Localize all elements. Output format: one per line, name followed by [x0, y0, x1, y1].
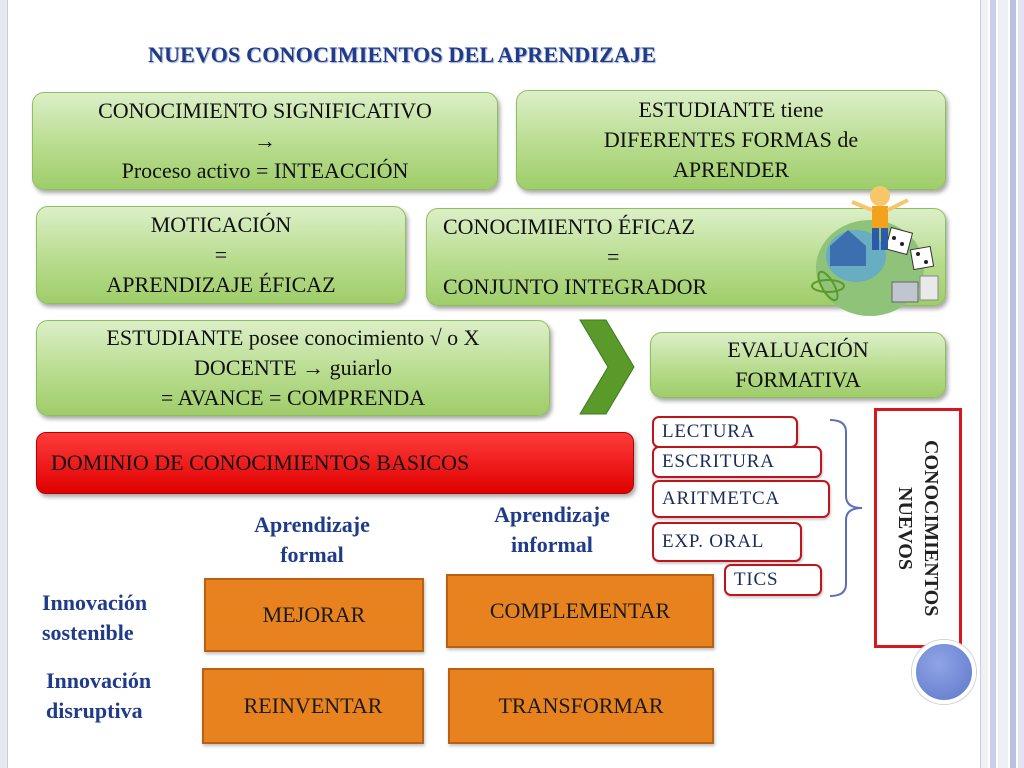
action-transformar: TRANSFORMAR: [448, 668, 714, 744]
box-line: =: [607, 244, 620, 269]
tag-escritura: ESCRITURA: [652, 446, 822, 478]
label-line: Innovación: [42, 590, 148, 615]
tag-exp-oral: EXP. ORAL: [652, 522, 802, 562]
right-frame-bars: [980, 0, 1024, 768]
box-line: = AVANCE = COMPRENDA: [160, 385, 426, 410]
learning-clipart-icon: [811, 186, 939, 316]
chevron-right-icon: [579, 319, 635, 415]
box-line: MOTICACIÓN: [150, 212, 292, 237]
box-line: DOCENTE → guiarlo: [194, 355, 392, 380]
left-frame-edge: [0, 0, 8, 768]
label-line: Aprendizaje: [254, 512, 370, 537]
box-estudiante-posee: ESTUDIANTE posee conocimiento √ o X DOCE…: [36, 320, 550, 416]
action-complementar: COMPLEMENTAR: [446, 574, 714, 648]
action-mejorar: MEJORAR: [204, 578, 424, 652]
action-reinventar: REINVENTAR: [202, 668, 424, 744]
box-line: APRENDIZAJE ÉFICAZ: [106, 272, 336, 297]
box-line: CONOCIMIENTO SIGNIFICATIVO: [98, 98, 432, 123]
right-brace-icon: [829, 419, 863, 597]
label-aprendizaje-formal: Aprendizaje formal: [222, 510, 402, 570]
box-line: CONOCIMIENTO ÉFICAZ: [443, 214, 695, 239]
conocimientos-nuevos-box: [874, 408, 962, 648]
box-line: APRENDER: [672, 157, 790, 182]
label-line: Innovación: [46, 668, 152, 693]
box-line: EVALUACIÓN: [727, 337, 869, 362]
box-evaluacion-formativa: EVALUACIÓN FORMATIVA: [650, 332, 946, 398]
box-line: ESTUDIANTE tiene: [638, 97, 824, 122]
label-aprendizaje-informal: Aprendizaje informal: [462, 500, 642, 560]
tag-tics: TICS: [724, 564, 822, 596]
box-line: FORMATIVA: [735, 367, 861, 392]
label-line: informal: [511, 532, 593, 557]
label-line: sostenible: [42, 620, 134, 645]
label-innovacion-sostenible: Innovación sostenible: [42, 588, 202, 648]
box-line: Proceso activo = INTEACCIÓN: [121, 158, 409, 183]
box-conocimiento-significativo: CONOCIMIENTO SIGNIFICATIVO → Proceso act…: [32, 92, 498, 190]
slide-title: NUEVOS CONOCIMIENTOS DEL APRENDIZAJE: [148, 42, 657, 67]
tag-lectura: LECTURA: [652, 416, 798, 448]
conocimientos-nuevos-label: CONOCIMIENTOS NUEVOS: [894, 439, 942, 617]
box-line: =: [214, 242, 228, 267]
dominio-conocimientos-box: DOMINIO DE CONOCIMIENTOS BASICOS: [36, 432, 634, 494]
box-line: →: [254, 128, 276, 153]
box-line: ESTUDIANTE posee conocimiento √ o X: [106, 325, 480, 350]
label-line: disruptiva: [46, 698, 143, 723]
box-line: DIFERENTES FORMAS de: [603, 127, 859, 152]
label-innovacion-disruptiva: Innovación disruptiva: [46, 666, 206, 726]
box-line: CONJUNTO INTEGRADOR: [443, 274, 708, 299]
box-motivacion: MOTICACIÓN = APRENDIZAJE ÉFICAZ: [36, 206, 406, 304]
box-estudiante-formas: ESTUDIANTE tiene DIFERENTES FORMAS de AP…: [516, 90, 946, 190]
label-line: formal: [280, 542, 344, 567]
tag-aritmetica: ARITMETCA: [652, 480, 830, 518]
decorative-circle: [912, 640, 976, 704]
label-line: Aprendizaje: [494, 502, 610, 527]
